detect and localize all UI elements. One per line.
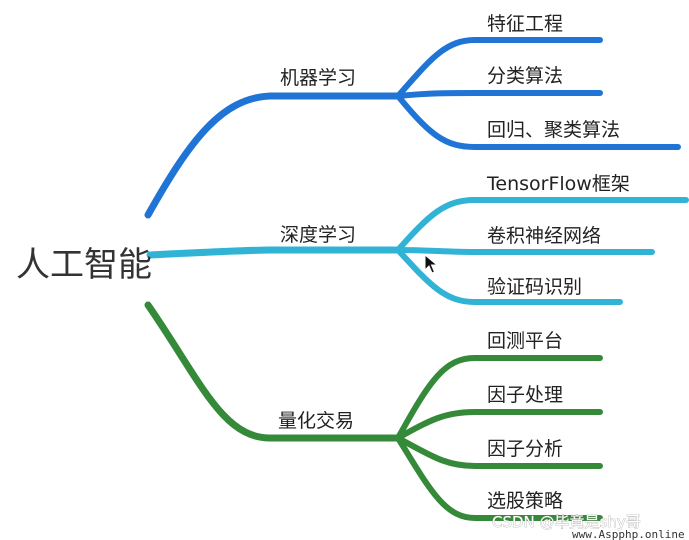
branch-label-quant-trading: 量化交易	[278, 410, 354, 432]
branch-label-deep-learning: 深度学习	[280, 224, 356, 246]
connector-branch-3-leaf-3	[395, 435, 603, 469]
leaf-label: 回测平台	[487, 330, 563, 352]
watermark-label: CSDN @毕竟是shy哥	[492, 513, 641, 531]
watermark-site-label: www.Aspphp.online	[572, 528, 685, 540]
connector-branch-1-leaf-3	[395, 93, 681, 150]
branch-label-machine-learning: 机器学习	[280, 67, 356, 89]
arrow-cursor-icon	[424, 253, 439, 274]
root-label: 人工智能	[16, 245, 152, 285]
leaf-label: 分类算法	[487, 65, 563, 87]
leaf-label: TensorFlow框架	[486, 173, 630, 195]
connector-branch-1-leaf-1	[395, 37, 603, 99]
leaf-label: 回归、聚类算法	[487, 119, 620, 141]
connector-branch-3-leaf-2	[395, 409, 603, 441]
leaf-label: 因子处理	[487, 384, 563, 406]
connector-branch-2-leaf-3	[395, 247, 623, 305]
connector-root-to-branch-3	[144, 301, 402, 442]
connector-branch-1-leaf-2	[395, 90, 603, 99]
connector-branch-2-leaf-2	[395, 247, 655, 255]
leaf-label: 卷积神经网络	[487, 225, 601, 247]
connector-branch-2-leaf-1	[395, 197, 689, 253]
connector-branch-3-leaf-4	[395, 435, 603, 521]
leaf-label: 验证码识别	[487, 276, 582, 298]
connector-root-to-branch-1	[144, 92, 402, 219]
leaf-label: 因子分析	[487, 438, 563, 460]
connector-branch-3-leaf-1	[395, 355, 603, 441]
leaf-label: 选股策略	[487, 490, 563, 512]
leaf-label: 特征工程	[487, 13, 563, 35]
connector-root-to-branch-2	[146, 246, 402, 259]
